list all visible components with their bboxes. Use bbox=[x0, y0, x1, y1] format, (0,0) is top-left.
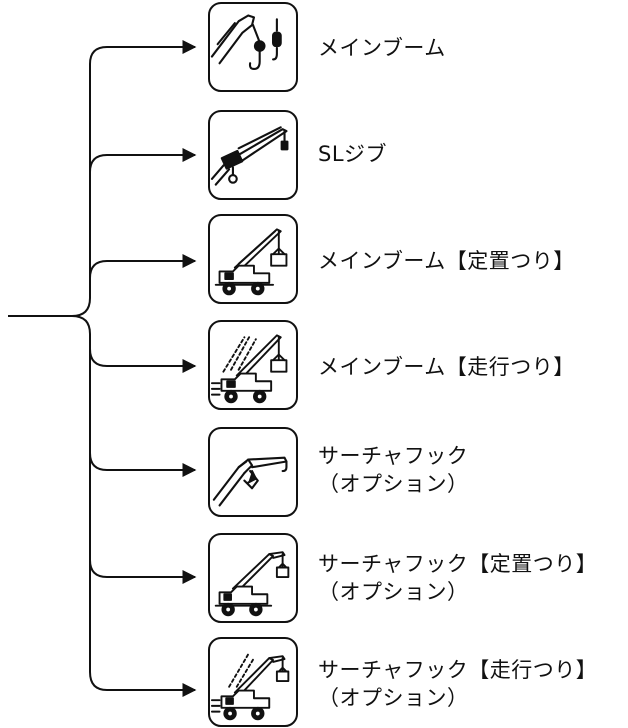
mode-label: サーチャフック【定置つり】 （オプション） bbox=[318, 552, 598, 604]
crane-jib-stationary-icon bbox=[208, 533, 298, 623]
mode-label: メインブーム bbox=[318, 36, 446, 60]
crane-stationary-icon bbox=[208, 214, 298, 304]
surcharge-hook-icon bbox=[208, 427, 298, 517]
crane-traveling-icon bbox=[208, 320, 298, 410]
mode-label: サーチャフック （オプション） bbox=[318, 444, 469, 496]
sl-jib-icon bbox=[208, 110, 298, 200]
mode-label: サーチャフック【走行つり】 （オプション） bbox=[318, 658, 598, 710]
mode-label: SLジブ bbox=[318, 142, 388, 166]
mode-label: メインブーム【定置つり】 bbox=[318, 249, 575, 273]
mode-label: メインブーム【走行つり】 bbox=[318, 355, 575, 379]
main-boom-icon bbox=[208, 2, 298, 92]
mode-sublabel: （オプション） bbox=[318, 580, 469, 604]
crane-jib-traveling-icon bbox=[208, 637, 298, 727]
mode-sublabel: （オプション） bbox=[318, 472, 469, 496]
mode-sublabel: （オプション） bbox=[318, 686, 469, 710]
